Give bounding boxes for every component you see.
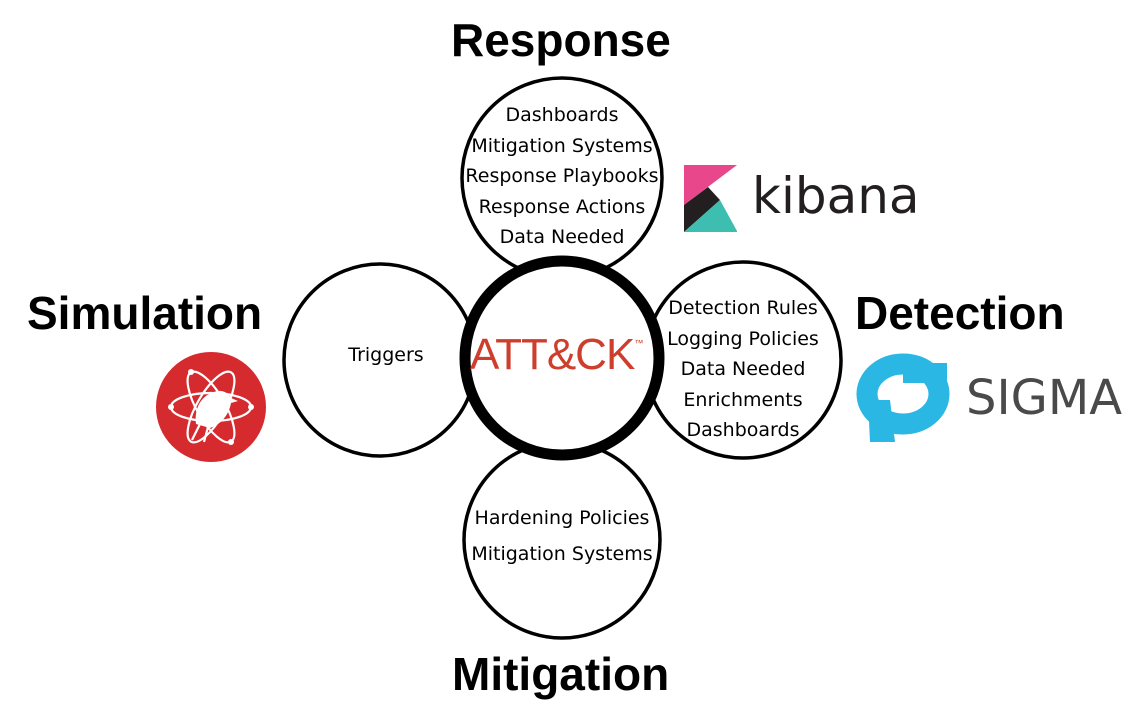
simulation-heading: Simulation <box>27 287 263 339</box>
kibana-wordmark: kibana <box>752 167 920 225</box>
circle-item: Detection Rules <box>668 297 818 319</box>
detection-heading: Detection <box>855 287 1065 339</box>
trademark-symbol: ™ <box>634 338 644 348</box>
response-circle-items: Dashboards Mitigation Systems Response P… <box>462 100 662 253</box>
attack-logo: ATT&CK™ <box>470 333 643 377</box>
simulation-circle-items: Triggers <box>286 340 486 371</box>
circle-item: Enrichments <box>683 388 803 411</box>
circle-item: Mitigation Systems <box>471 134 653 157</box>
circle-item: Logging Policies <box>667 327 819 350</box>
kibana-icon <box>684 165 737 232</box>
detection-circle-items: Detection Rules Logging Policies Data Ne… <box>643 293 843 446</box>
circle-item: Triggers <box>348 344 424 366</box>
attack-logo-text: ATT&CK <box>470 330 635 379</box>
circle-item: Dashboards <box>686 419 800 441</box>
attack-center-circle <box>459 255 665 461</box>
sigma-wordmark: SIGMA <box>966 370 1123 426</box>
circle-item: Data Needed <box>680 358 806 380</box>
circle-item: Response Playbooks <box>465 165 659 187</box>
circle-item: Mitigation Systems <box>471 543 653 565</box>
circle-item: Hardening Policies <box>474 507 650 529</box>
red-canary-atomic-icon <box>156 352 266 462</box>
circle-item: Data Needed <box>499 226 625 248</box>
mitigation-circle-items: Hardening Policies Mitigation Systems <box>462 503 662 570</box>
sigma-icon <box>856 353 950 442</box>
response-heading: Response <box>451 14 671 66</box>
circle-item: Response Actions <box>478 195 646 218</box>
circle-item: Dashboards <box>505 104 619 126</box>
mitigation-heading: Mitigation <box>452 648 670 700</box>
